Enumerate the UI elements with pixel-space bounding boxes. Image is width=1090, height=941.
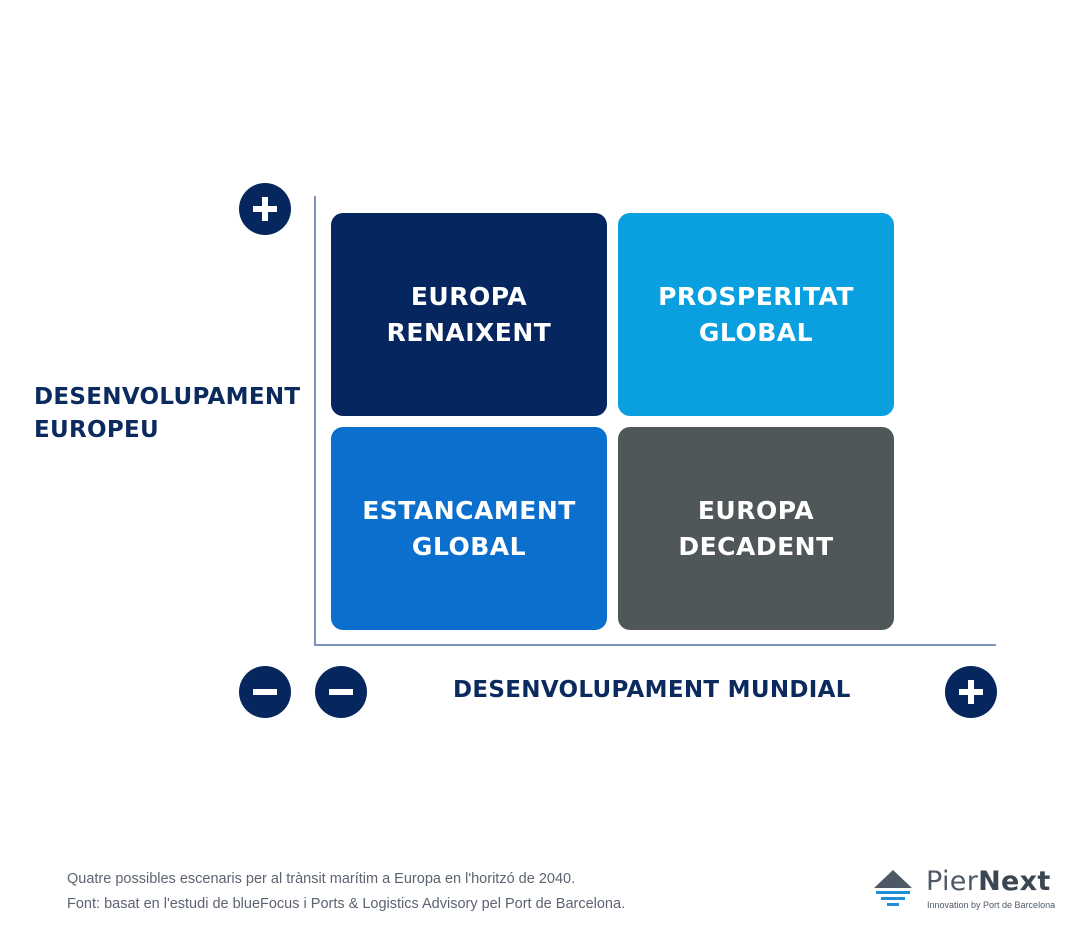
quadrant-europa-renaixent: EUROPA RENAIXENT (331, 213, 607, 416)
x-axis-label: DESENVOLUPAMENT MUNDIAL (453, 677, 851, 703)
y-axis-label: DESENVOLUPAMENT EUROPEU (34, 384, 301, 443)
pier-logo-icon (874, 870, 912, 906)
caption-description: Quatre possibles escenaris per al trànsi… (67, 871, 576, 887)
logo-wordmark: PierNext (926, 866, 1051, 897)
caption-source: Font: basat en l'estudi de blueFocus i P… (67, 896, 626, 912)
quadrant-europa-decadent: EUROPA DECADENT (618, 427, 894, 630)
logo-tagline: Innovation by Port de Barcelona (927, 900, 1056, 910)
x-axis-line (314, 644, 996, 646)
quadrant-estancament-global: ESTANCAMENT GLOBAL (331, 427, 607, 630)
quadrant-prosperitat-global: PROSPERITAT GLOBAL (618, 213, 894, 416)
x-axis-minus-icon (315, 666, 367, 718)
x-axis-plus-icon (945, 666, 997, 718)
y-axis-line (314, 196, 316, 646)
y-axis-minus-icon (239, 666, 291, 718)
y-axis-plus-icon (239, 183, 291, 235)
piernext-logo: PierNext Innovation by Port de Barcelona (872, 866, 1056, 914)
